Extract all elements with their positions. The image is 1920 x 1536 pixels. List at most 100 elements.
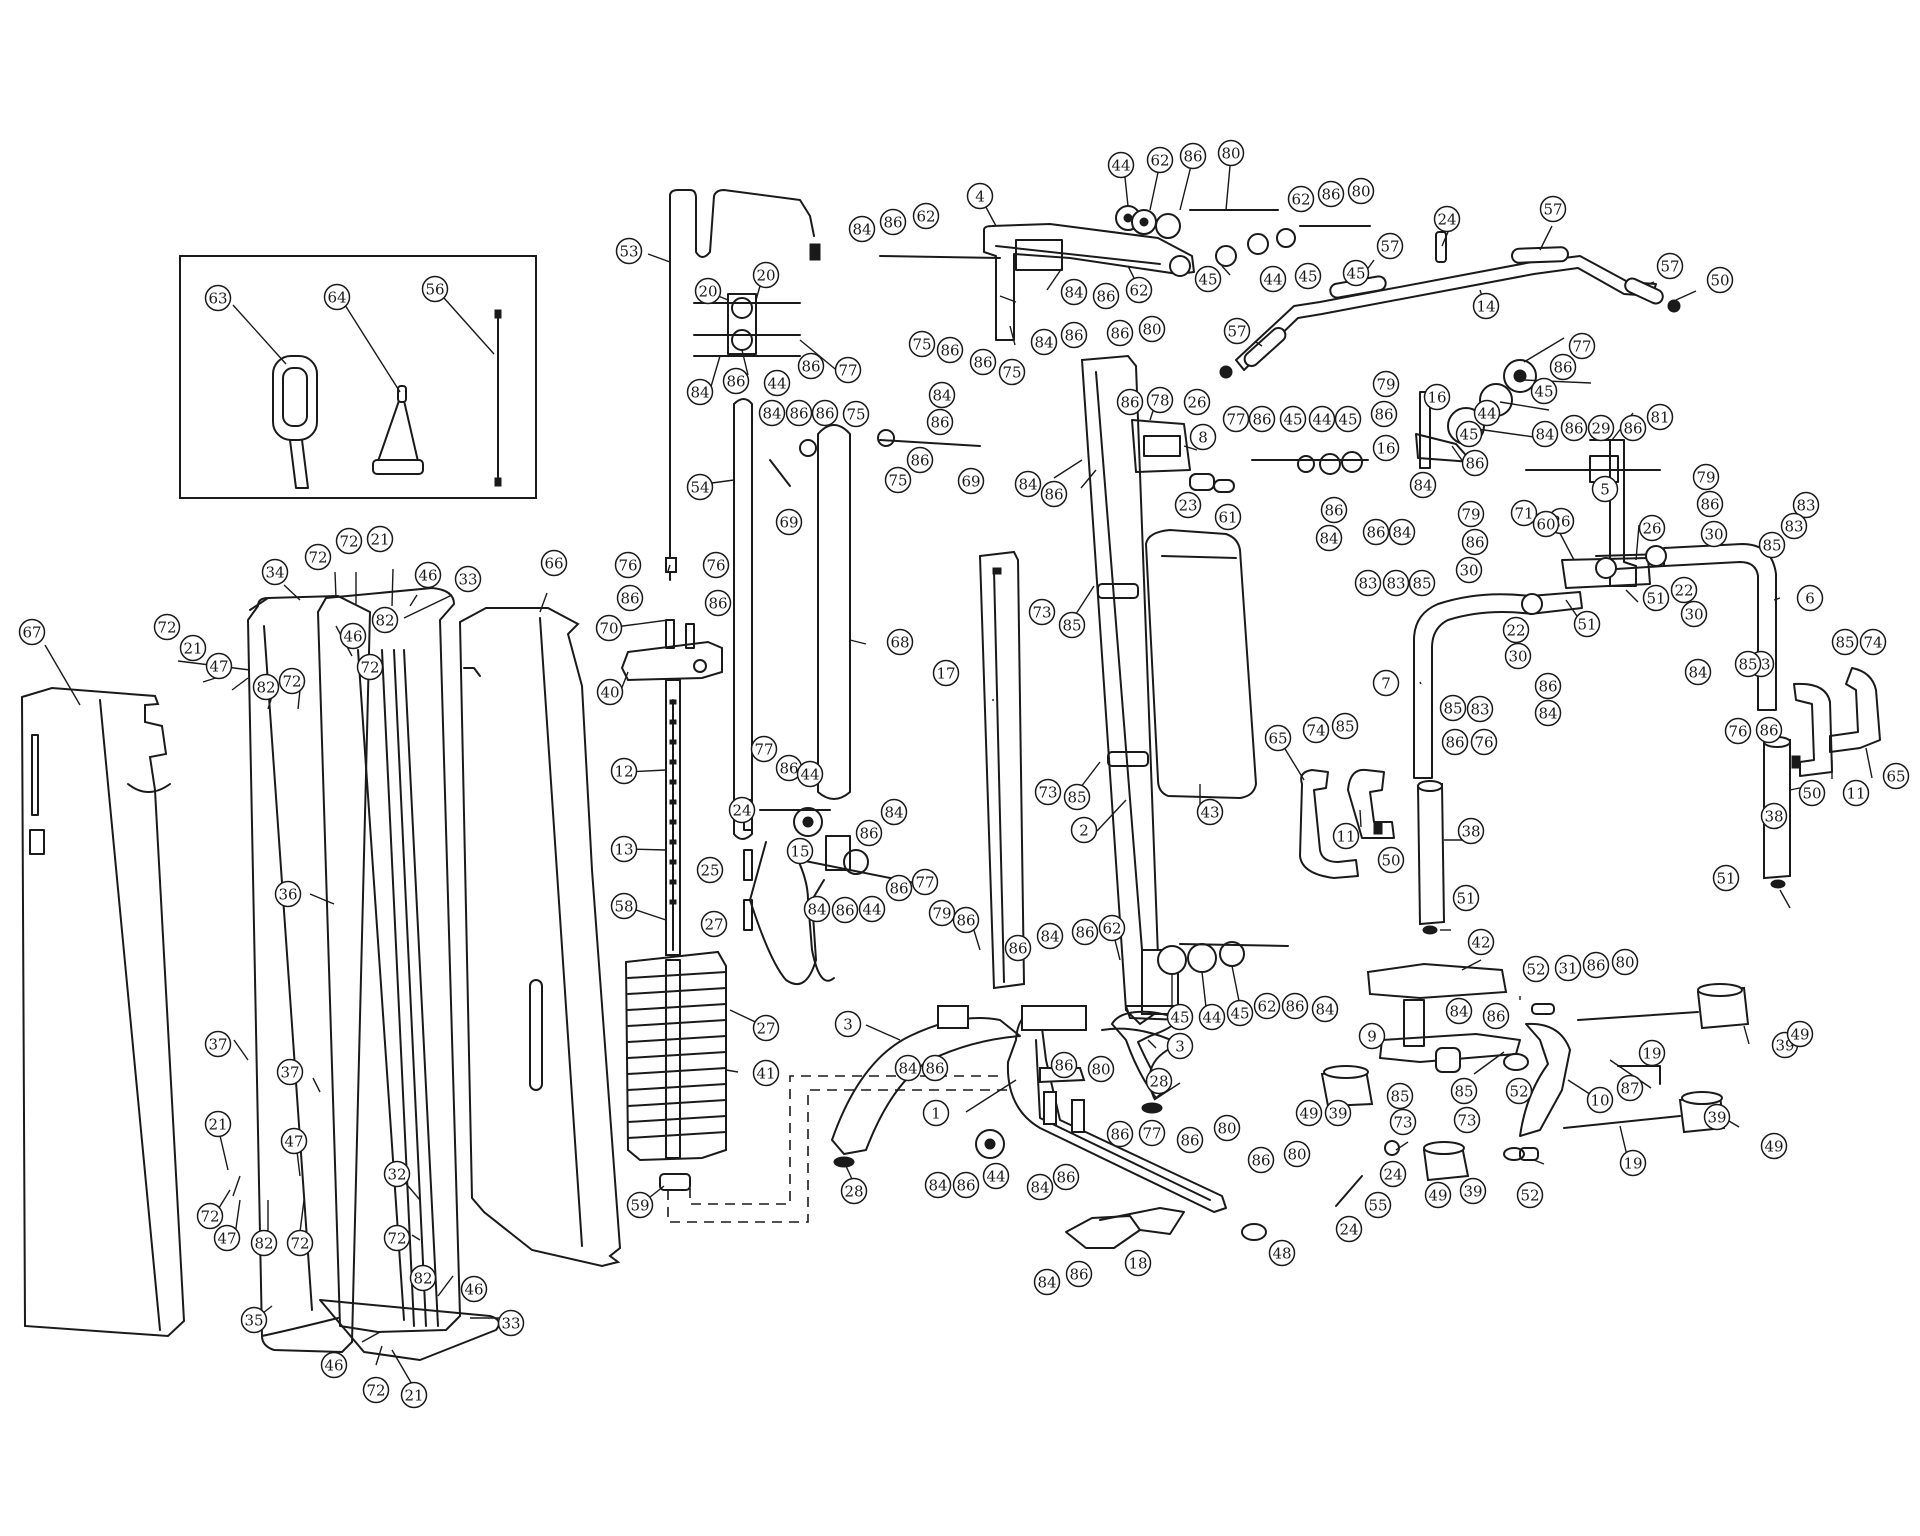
part-callout: 84: [1036, 922, 1064, 950]
callout-circle: [750, 735, 778, 763]
callout-circle: [1700, 520, 1728, 548]
part-callout: 82: [252, 673, 280, 701]
part-callout: 84: [758, 399, 786, 427]
callout-number: 84: [807, 901, 826, 919]
callout-number: 84: [1538, 705, 1557, 723]
callout-number: 76: [618, 557, 637, 575]
callout-circle: [1706, 266, 1734, 294]
callout-number: 86: [1110, 1126, 1129, 1144]
callout-number: 84: [1413, 477, 1432, 495]
part-callout: 84: [1315, 524, 1343, 552]
callout-circle: [1586, 1086, 1614, 1114]
callout-number: 75: [912, 336, 931, 354]
callout-circle: [982, 1162, 1010, 1190]
callout-number: 86: [925, 1060, 944, 1078]
part-callout: 58: [610, 892, 638, 920]
callout-circle: [1450, 1077, 1478, 1105]
callout-number: 19: [1642, 1045, 1661, 1063]
part-callout: 44: [763, 369, 791, 397]
callout-circle: [1680, 600, 1708, 628]
part-callout: 26: [1638, 514, 1666, 542]
selector-guide-top: [620, 619, 723, 682]
ankle-strap-part: [272, 355, 318, 489]
callout-number: 44: [800, 766, 819, 784]
callout-number: 75: [846, 406, 865, 424]
callout-number: 31: [1558, 960, 1577, 978]
callout-circle: [1311, 995, 1339, 1023]
callout-circle: [1223, 317, 1251, 345]
callout-circle: [1831, 628, 1859, 656]
callout-circle: [1382, 569, 1410, 597]
callout-number: 83: [1470, 701, 1489, 719]
callout-number: 49: [1299, 1105, 1318, 1123]
callout-circle: [858, 895, 886, 923]
callout-number: 3: [843, 1016, 853, 1034]
part-callout: 5: [1591, 475, 1619, 503]
callout-circle: [1472, 292, 1500, 320]
part-callout: 72: [196, 1202, 224, 1230]
callout-number: 72: [200, 1208, 219, 1226]
callout-circle: [153, 613, 181, 641]
callout-circle: [1531, 420, 1559, 448]
triangle-handle-part: [372, 385, 424, 475]
callout-circle: [928, 899, 956, 927]
part-callout: 38: [1760, 802, 1788, 830]
part-callout: 86: [1317, 180, 1345, 208]
part-callout: 79: [928, 899, 956, 927]
callout-number: 30: [1459, 562, 1478, 580]
callout-circle: [704, 589, 732, 617]
callout-circle: [1408, 569, 1436, 597]
callout-circle: [1222, 405, 1250, 433]
callout-number: 86: [1056, 1169, 1075, 1187]
callout-number: 83: [1784, 518, 1803, 536]
callout-circle: [240, 1306, 268, 1334]
part-callout: 84: [1409, 471, 1437, 499]
part-callout: 82: [409, 1264, 437, 1292]
callout-circle: [274, 880, 302, 908]
callout-number: 24: [1339, 1221, 1358, 1239]
callout-circle: [1445, 997, 1473, 1025]
callout-circle: [1264, 724, 1292, 752]
vertical-post-17: [978, 550, 1026, 990]
part-callout: 63: [204, 284, 232, 312]
part-callout: 57: [1223, 317, 1251, 345]
callout-number: 62: [1257, 998, 1276, 1016]
callout-circle: [1308, 405, 1336, 433]
callout-number: 39: [1463, 1183, 1482, 1201]
callout-number: 86: [883, 214, 902, 232]
part-callout: 60: [1532, 510, 1560, 538]
callout-circle: [1510, 499, 1538, 527]
part-callout: 46: [320, 1351, 348, 1379]
part-callout: 62: [1253, 992, 1281, 1020]
part-callout: 62: [1287, 185, 1315, 213]
callout-number: 86: [708, 595, 727, 613]
callout-number: 80: [1615, 954, 1634, 972]
part-callout: 49: [1786, 1020, 1814, 1048]
part-callout: 44: [858, 895, 886, 923]
part-callout: 86: [1052, 1163, 1080, 1191]
callout-circle: [884, 466, 912, 494]
callout-number: 30: [1704, 526, 1723, 544]
callout-circle: [880, 798, 908, 826]
callout-circle: [722, 367, 750, 395]
callout-number: 86: [1564, 420, 1583, 438]
callout-number: 86: [1623, 420, 1642, 438]
callout-number: 84: [1449, 1003, 1468, 1021]
part-callout: 75: [998, 358, 1026, 386]
callout-circle: [1370, 400, 1398, 428]
callout-circle: [1504, 642, 1532, 670]
part-callout: 56: [421, 275, 449, 303]
top-pulley-wheels: [879, 205, 1371, 267]
part-callout: 53: [615, 237, 643, 265]
callout-circle: [1758, 531, 1786, 559]
part-callout: 79: [1457, 500, 1485, 528]
callout-number: 32: [387, 1166, 406, 1184]
callout-circle: [1106, 1120, 1134, 1148]
callout-number: 53: [619, 243, 638, 261]
part-callout: 77: [1568, 332, 1596, 360]
callout-number: 85: [1390, 1088, 1409, 1106]
callout-number: 85: [1454, 1083, 1473, 1101]
callout-number: 21: [404, 1387, 423, 1405]
callout-circle: [610, 835, 638, 863]
callout-number: 80: [1217, 1120, 1236, 1138]
